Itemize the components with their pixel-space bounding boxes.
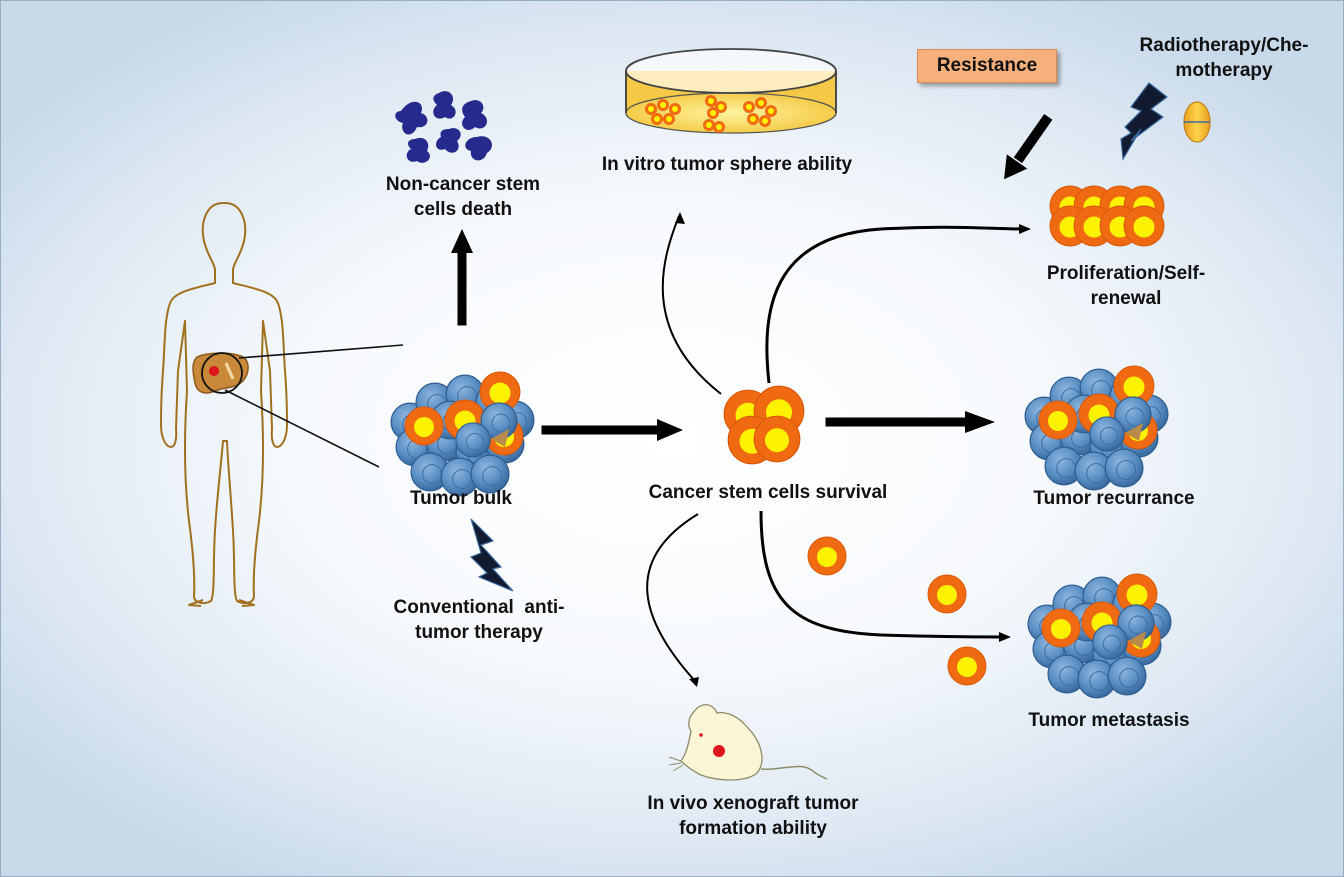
human-body-icon	[160, 202, 288, 607]
arrow-to-proliferation	[765, 225, 1024, 384]
mouse-icon	[668, 704, 828, 781]
tumor-bulk-cluster	[391, 372, 534, 496]
xenograft-label: In vivo xenograft tumor formation abilit…	[613, 791, 893, 841]
tumor-metastasis-cluster	[1028, 574, 1171, 698]
petri-dish-icon	[625, 48, 837, 134]
proliferation-cluster	[1049, 185, 1165, 247]
radio-chemo-line-1: Radiotherapy/Che-	[1139, 35, 1309, 56]
proliferation-line-1: Proliferation/Self-	[1046, 263, 1206, 284]
csc-survival-label: Cancer stem cells survival	[648, 482, 888, 503]
tumor-bulk-label: Tumor bulk	[409, 488, 513, 509]
cell-fragments-icon	[395, 91, 492, 163]
zoom-line-bottom	[224, 389, 380, 468]
arrow-to-csc-survival	[541, 425, 663, 435]
tumor-sphere-label: In vitro tumor sphere ability	[601, 154, 853, 175]
pill-icon	[1183, 101, 1211, 143]
arrow-to-xenograft	[646, 513, 699, 682]
tumor-recurrance-cluster	[1025, 366, 1168, 490]
liver-icon	[192, 352, 249, 394]
proliferation-label: Proliferation/Self- renewal	[1021, 261, 1231, 311]
conventional-therapy-label: Conventional anti- tumor therapy	[367, 595, 591, 645]
zoom-line-top	[238, 344, 404, 359]
arrows	[451, 113, 1053, 687]
arrow-to-resistance	[1004, 113, 1053, 180]
xenograft-line-1: In vivo xenograft tumor	[647, 793, 859, 814]
xenograft-line-2: formation ability	[679, 818, 827, 839]
non-cancer-stem-cells-death-label: Non-cancer stem cells death	[363, 172, 563, 222]
arrow-to-cell-death	[457, 250, 467, 326]
radiotherapy-label: Radiotherapy/Che- motherapy	[1113, 33, 1335, 83]
arrow-to-metastasis	[759, 510, 1004, 639]
non-cancer-death-line-2: cells death	[413, 199, 513, 220]
conventional-therapy-line-2: tumor therapy	[415, 622, 543, 643]
tumor-recurrance-label: Tumor recurrance	[1033, 488, 1195, 509]
proliferation-line-2: renewal	[1090, 288, 1162, 309]
lightning-icon	[469, 518, 514, 592]
non-cancer-death-line-1: Non-cancer stem	[385, 174, 541, 195]
arrow-to-tumor-sphere	[661, 215, 722, 395]
tumor-metastasis-label: Tumor metastasis	[1028, 710, 1190, 731]
csc-survival-cluster	[723, 385, 805, 465]
resistance-box: Resistance	[917, 49, 1057, 83]
circulating-csc	[807, 536, 987, 686]
conventional-therapy-line-1: Conventional anti-	[393, 597, 565, 618]
radio-chemo-line-2: motherapy	[1175, 60, 1273, 81]
arrow-to-recurrence	[825, 417, 972, 427]
radiotherapy-lightning-icon	[1120, 82, 1168, 161]
